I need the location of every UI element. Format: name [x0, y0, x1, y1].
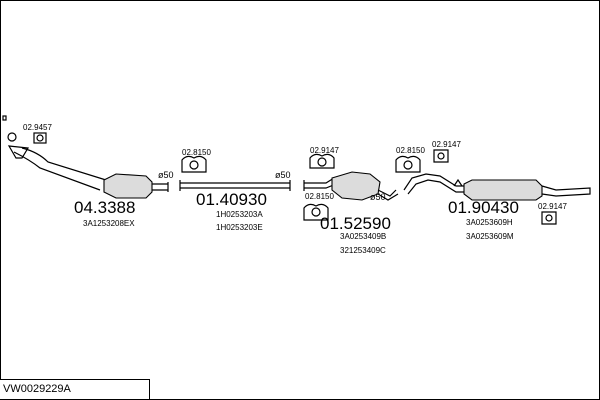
rear-silencer[interactable] — [403, 173, 591, 201]
hanger-4[interactable]: 02.8150 — [395, 146, 425, 173]
diagram-title: VW0029229A — [0, 379, 150, 399]
hanger-6[interactable]: 02.9147 — [538, 202, 567, 225]
hanger-3-code: 02.8150 — [305, 192, 334, 201]
hanger-1[interactable]: 02.8150 — [181, 148, 211, 173]
gasket-1-hole — [36, 134, 44, 142]
gasket-1[interactable]: 02.9457 — [23, 123, 52, 144]
hanger-2-hole — [317, 157, 327, 167]
part-1-ref-1: 3A1253208EX — [83, 219, 135, 228]
hanger-4-hole — [403, 160, 413, 170]
cat-outlet-pipe — [152, 182, 169, 192]
hanger-6-hole — [545, 214, 553, 222]
catalytic-converter — [103, 173, 153, 199]
part-3-ref-2: 321253409C — [340, 246, 386, 255]
front-pipe — [13, 147, 107, 191]
part-2-article[interactable]: 01.40930 — [196, 190, 267, 209]
part-1-article[interactable]: 04.3388 — [74, 198, 135, 217]
centre-silencer[interactable] — [303, 171, 399, 201]
part-3-article[interactable]: 01.52590 — [320, 214, 391, 233]
diameter-3: ø50 — [370, 192, 386, 202]
diameter-2: ø50 — [275, 170, 291, 180]
part-4-ref-2: 3A0253609M — [466, 232, 514, 241]
hanger-4-code: 02.8150 — [396, 146, 425, 155]
hanger-2-icon — [309, 153, 335, 169]
hanger-5-icon — [433, 149, 449, 163]
intermediate-pipe[interactable] — [179, 180, 291, 191]
part-2-ref-2: 1H0253203E — [216, 223, 263, 232]
centre-silencer-inlet — [303, 177, 337, 191]
front-flange — [7, 132, 17, 142]
centre-silencer-outlet — [377, 189, 399, 201]
hanger-3-hole — [311, 207, 321, 217]
hanger-2-code: 02.9147 — [310, 146, 339, 155]
hanger-1-icon — [181, 155, 207, 173]
rear-silencer-body — [463, 179, 543, 201]
rear-silencer-inlet — [403, 173, 466, 195]
part-4-article[interactable]: 01.90430 — [448, 198, 519, 217]
part-4-ref-1: 3A0253609H — [466, 218, 513, 227]
hanger-3-icon — [303, 203, 329, 221]
front-pipe-upper — [7, 145, 29, 159]
rear-silencer-hook — [453, 178, 463, 187]
part-3-ref-1: 3A0253409B — [340, 232, 386, 241]
gasket-1-icon — [33, 132, 47, 144]
part-2-ref-1: 1H0253203A — [216, 210, 263, 219]
hanger-2[interactable]: 02.9147 — [309, 146, 339, 169]
gasket-square — [2, 115, 7, 121]
hanger-6-icon — [541, 211, 557, 225]
catalytic-converter-assembly[interactable] — [2, 115, 169, 199]
diameter-1: ø50 — [158, 170, 174, 180]
hanger-5-code: 02.9147 — [432, 140, 461, 149]
rear-silencer-tailpipe — [541, 185, 591, 197]
hanger-4-icon — [395, 155, 421, 173]
hanger-1-hole — [189, 160, 199, 170]
hanger-5-hole — [437, 152, 445, 160]
hanger-5[interactable]: 02.9147 — [432, 140, 461, 163]
hanger-6-code: 02.9147 — [538, 202, 567, 211]
hanger-1-code: 02.8150 — [182, 148, 211, 157]
intermediate-pipe-body — [179, 180, 291, 191]
gasket-1-code: 02.9457 — [23, 123, 52, 132]
hanger-3[interactable]: 02.8150 — [303, 192, 334, 221]
